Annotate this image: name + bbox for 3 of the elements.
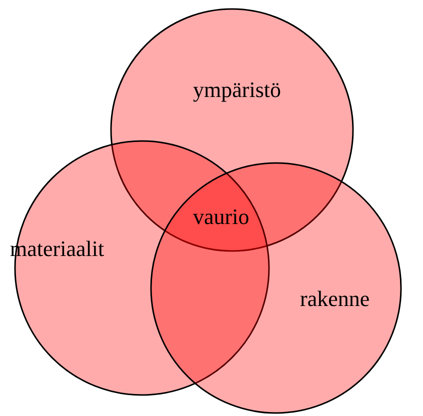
overlap-label: vaurio [193,206,250,228]
set-label: rakenne [300,288,370,310]
set-label: ympäristö [193,79,281,101]
